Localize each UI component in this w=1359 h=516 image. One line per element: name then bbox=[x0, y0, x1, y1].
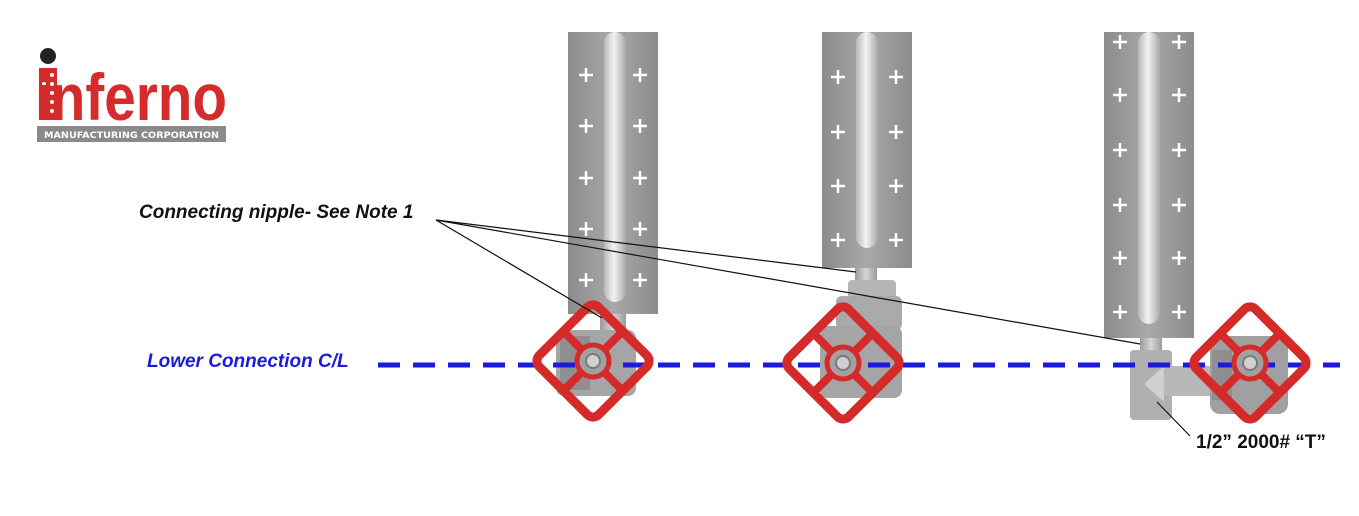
leader-lines bbox=[435, 219, 1191, 437]
logo-i-stem bbox=[39, 68, 57, 120]
leader-to-tee bbox=[1156, 401, 1191, 437]
logo-perforation-icon bbox=[42, 73, 54, 113]
connecting-nipple bbox=[855, 268, 877, 282]
leader-to-center-nipple bbox=[435, 219, 857, 273]
tee-fitting-label: 1/2” 2000# “T” bbox=[1196, 432, 1326, 453]
inferno-logo: inferno MANUFACTURING CORPORATION bbox=[35, 48, 227, 142]
valve-handle-left bbox=[532, 300, 654, 422]
logo-dot-icon bbox=[40, 48, 56, 64]
sight-glass-tube bbox=[1138, 32, 1160, 324]
logo-bar bbox=[37, 126, 226, 142]
valve-bonnet bbox=[836, 296, 902, 330]
leader-to-right-nipple bbox=[435, 219, 1141, 345]
sight-glass-tube bbox=[604, 32, 626, 302]
lower-connection-label: Lower Connection C/L bbox=[147, 351, 349, 372]
valve-handle-center bbox=[782, 302, 904, 424]
bolt-marks bbox=[1113, 35, 1186, 319]
valve-handle-right bbox=[1189, 302, 1311, 424]
bolt-marks bbox=[579, 68, 647, 287]
logo-wordmark: inferno bbox=[35, 60, 227, 134]
sight-glass-tube bbox=[856, 32, 878, 248]
tee-fitting bbox=[1130, 350, 1212, 420]
leader-to-left-nipple bbox=[435, 219, 603, 319]
connecting-nipple-label: Connecting nipple- See Note 1 bbox=[139, 202, 414, 223]
logo-subtitle: MANUFACTURING CORPORATION bbox=[44, 131, 219, 141]
bolt-marks bbox=[831, 70, 903, 247]
connecting-nipple bbox=[1140, 338, 1162, 352]
